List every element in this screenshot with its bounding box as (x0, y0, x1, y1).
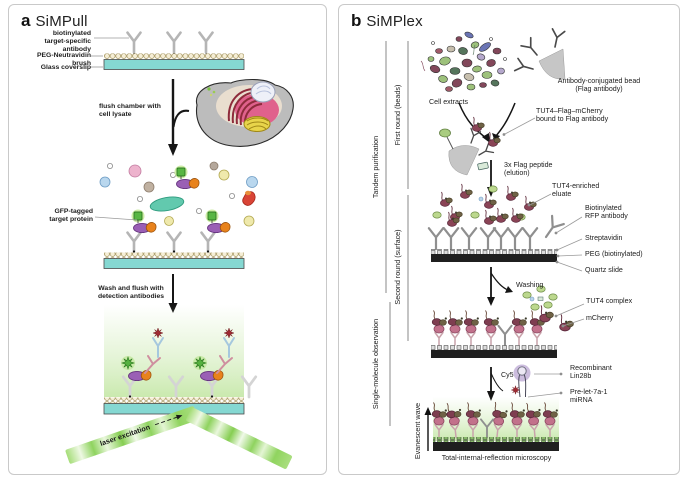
detection-complex-icon (120, 327, 164, 382)
gfp-label-pointer (94, 216, 138, 221)
lin28b-pointers (527, 372, 563, 398)
mcherry-label: mCherry (586, 314, 614, 322)
gfp-complex-icon (174, 165, 200, 190)
panel-a-name: SiMPull (35, 13, 88, 30)
tut4-complex-label: TUT4 complex (586, 297, 633, 305)
streptavidin-label: Streptavidin (585, 234, 623, 242)
quartz-surface-icon (427, 207, 583, 272)
lysate-molecules (99, 161, 258, 227)
panel-simpull: a SiMPull (8, 4, 327, 475)
panel-a-tag: a (21, 11, 31, 30)
cy5-label: Cy5 (501, 371, 514, 379)
stage-brackets (385, 41, 409, 426)
detection-complex-icon (192, 327, 235, 382)
panel-b-name: SiMPlex (366, 13, 423, 30)
lin28b-label: Recombinant Lin28b (570, 364, 612, 381)
simpull-diagram: laser excitation (65, 31, 294, 469)
first-round-label: First round (beads) (393, 85, 402, 146)
flush-label: flush chamber with cell lysate (99, 103, 161, 119)
panel-simplex: b SiMPlex Tandem purification First roun… (338, 4, 680, 475)
wash-label: Wash and flush with detection antibodies (97, 285, 165, 301)
flush-arrow-icon (168, 79, 190, 156)
gfp-tagged-label: GFP-tagged target protein (49, 208, 93, 224)
panel-b-tag: b (351, 11, 362, 30)
coverslip-top-icon (103, 31, 245, 70)
washing-arrow-icon (487, 267, 513, 306)
bound-complex-surface-icon (431, 303, 585, 358)
quartz-label: Quartz slide (585, 266, 623, 274)
washed-away-icon (522, 285, 558, 311)
laser-beam-icon: laser excitation (65, 406, 292, 469)
second-round-label: Second round (surface) (393, 229, 402, 304)
panel-b-title: b SiMPlex (351, 11, 423, 31)
flag-bead-icon (513, 27, 566, 80)
coverslip-capture-icon (103, 209, 245, 269)
observation-arrow-icon (487, 367, 504, 401)
evanescent-wave-label: Evanescent wave (413, 403, 422, 459)
tirf-surface-icon (424, 397, 559, 451)
tirf-label: Total-internal-reflection microscopy (441, 454, 552, 462)
cell-extracts-icon (420, 31, 507, 92)
glass-coverslip-label: Glass coverslip (40, 63, 91, 71)
lin28b-mirna-icon (511, 364, 531, 398)
tut4-enriched-label: TUT4-enriched eluate (552, 182, 600, 199)
eluate-pointer (527, 193, 552, 207)
peg-brush-label: PEG-Neutravidin brush (36, 52, 91, 68)
cell-extracts-label: Cell extracts (429, 98, 469, 106)
tandem-purification-label: Tandem purification (371, 136, 380, 198)
tut4-flag-label: TUT4–Flag–mCherry bound to Flag antibody (536, 107, 609, 124)
bound-bead-icon (439, 116, 501, 176)
surface-pointers (555, 216, 583, 272)
biotinylated-antibody-label: biotinylated target-specific antibody (44, 30, 91, 54)
peg-biotin-label: PEG (biotinylated) (585, 250, 643, 258)
simplex-diagram: Tandem purification First round (beads) … (371, 27, 585, 459)
eluate-icon (432, 183, 537, 223)
label-pointer-lines (90, 37, 129, 68)
biotin-rfp-label: Biotinylated RFP antibody (585, 204, 628, 221)
cell-illustration (195, 78, 294, 147)
tut4flag-pointer (502, 117, 536, 136)
flag-peptide-label: 3x Flag peptide (elution) (504, 161, 553, 178)
pre-let7-label: Pre-let-7a-1 miRNA (570, 388, 608, 405)
panel-a-title: a SiMPull (21, 11, 88, 31)
tirf-view (103, 305, 258, 415)
combine-arrows-icon (458, 102, 516, 143)
single-molecule-label: Single-molecule observation (371, 319, 380, 409)
ab-bead-label: Antibody-conjugated bead (Flag antibody) (557, 77, 641, 94)
washing-label: Washing (516, 281, 544, 289)
